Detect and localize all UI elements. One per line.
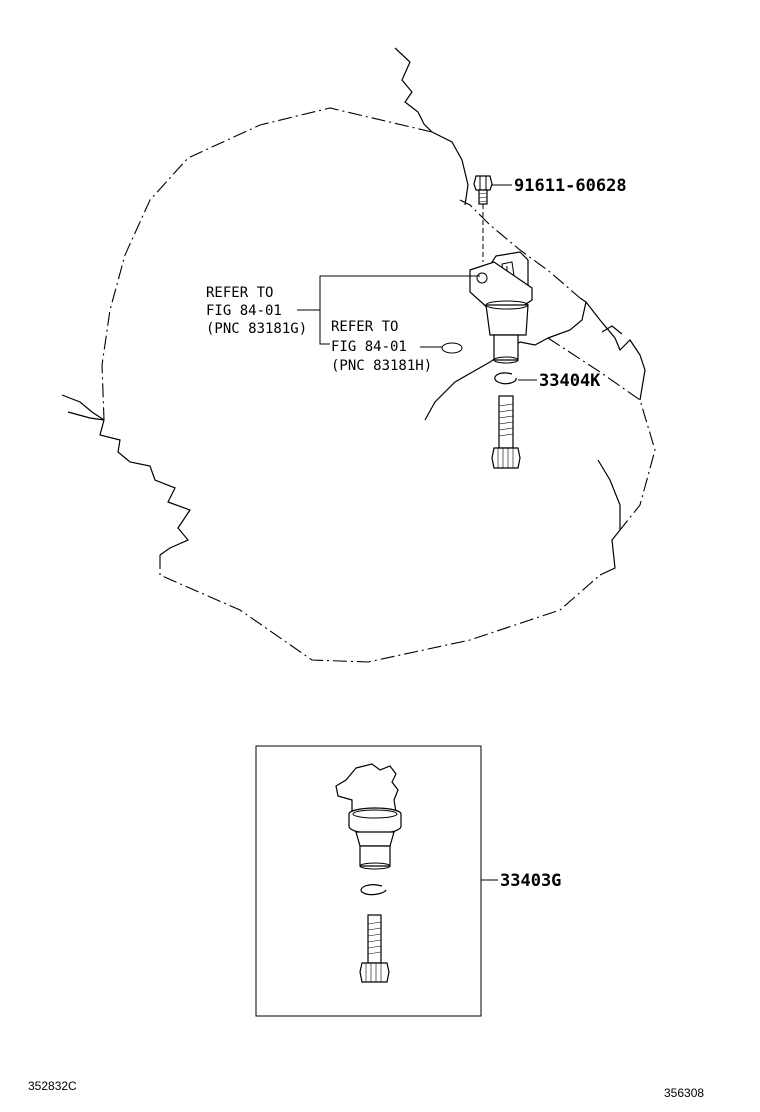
bolt-part-number: 91611-60628 — [514, 176, 627, 196]
clip-part — [494, 372, 517, 385]
assembly-inset-box — [255, 745, 482, 1017]
sensor-ref-line2: FIG 84-01 — [206, 303, 282, 319]
sensor-ref-line3: (PNC 83181G) — [206, 321, 307, 337]
assembly-part-number: 33403G — [500, 871, 561, 891]
footer-left-code: 352832C — [28, 1079, 77, 1093]
driven-gear-shaft-upper — [491, 395, 521, 469]
clip-part-number: 33404K — [539, 371, 601, 391]
speed-sensor-assembly — [335, 763, 402, 870]
sensor-ref-line1: REFER TO — [206, 285, 273, 301]
transmission-housing-outline — [61, 47, 656, 663]
oring-reference-bracket — [319, 310, 442, 348]
speed-sensor-upper — [469, 251, 533, 364]
flange-bolt — [473, 175, 493, 205]
driven-gear-shaft-assembly — [359, 914, 390, 983]
oring-ref-line2: FIG 84-01 — [331, 339, 407, 355]
oring-ref-line3: (PNC 83181H) — [331, 358, 432, 374]
oring-ref-line1: REFER TO — [331, 319, 398, 335]
oring-symbol — [441, 342, 463, 354]
footer-right-code: 356308 — [664, 1086, 704, 1100]
sensor-reference-bracket — [297, 275, 480, 311]
assembly-clip — [360, 884, 387, 896]
